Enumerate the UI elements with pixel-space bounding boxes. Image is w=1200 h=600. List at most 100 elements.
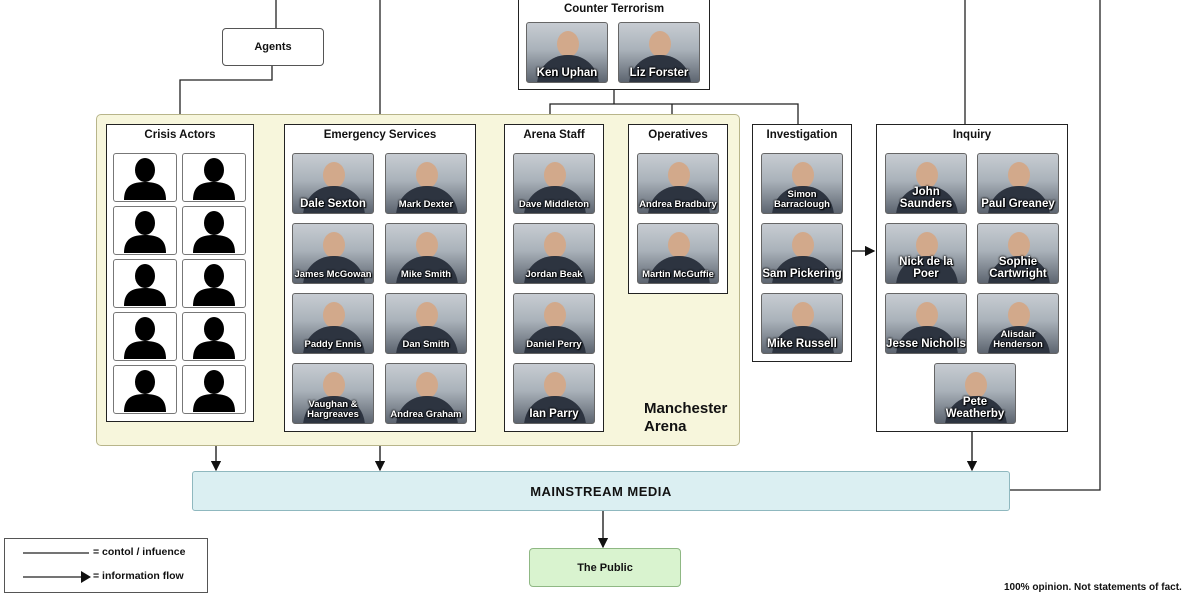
legend: = contol / infuence = information flow	[4, 538, 208, 593]
person-name: Vaughan & Hargreaves	[307, 399, 359, 420]
person-name: Simon Barraclough	[774, 189, 830, 210]
inquiry-title: Inquiry	[952, 129, 992, 141]
person-name: Sam Pickering	[762, 268, 842, 280]
person-photo: Andrea Graham	[385, 363, 467, 424]
person-name: Paddy Ennis	[304, 339, 362, 350]
person-head-icon	[792, 162, 814, 188]
person-name: Martin McGuffie	[642, 269, 714, 280]
person-head-icon	[544, 372, 566, 398]
person-name: Daniel Perry	[526, 339, 582, 350]
mainstream-media-node: MAINSTREAM MEDIA	[192, 471, 1010, 511]
person-head-icon	[649, 31, 671, 57]
person-photo: Dan Smith	[385, 293, 467, 354]
person-name: Dave Middleton	[518, 199, 590, 210]
person-photo: Alisdair Henderson	[977, 293, 1059, 354]
person-head-icon	[916, 162, 938, 188]
person-photo: Jordan Beak	[513, 223, 595, 284]
legend-arrow-icon	[81, 571, 91, 583]
person-name: John Saunders	[899, 186, 953, 210]
person-name: Ian Parry	[529, 408, 579, 420]
manchester-arena-label: Manchester Arena	[644, 400, 728, 435]
person-head-icon	[416, 232, 438, 258]
person-silhouette-icon	[182, 206, 246, 255]
person-head-icon	[792, 232, 814, 258]
person-head-icon	[916, 232, 938, 258]
the-public-node: The Public	[529, 548, 681, 587]
person-photo: Simon Barraclough	[761, 153, 843, 214]
investigation-title: Investigation	[766, 129, 838, 141]
person-photo: Martin McGuffie	[637, 223, 719, 284]
person-silhouette-icon	[113, 153, 177, 202]
person-name: Dale Sexton	[300, 198, 366, 210]
person-silhouette-icon	[113, 365, 177, 414]
person-silhouette-icon	[113, 312, 177, 361]
person-photo: Paul Greaney	[977, 153, 1059, 214]
person-head-icon	[323, 302, 345, 328]
person-photo: Andrea Bradbury	[637, 153, 719, 214]
person-name: Mike Smith	[400, 269, 452, 280]
person-photo: Liz Forster	[618, 22, 700, 83]
person-photo: Nick de la Poer	[885, 223, 967, 284]
person-photo: Dale Sexton	[292, 153, 374, 214]
crisis-actors-title: Crisis Actors	[144, 129, 216, 141]
person-photo: Vaughan & Hargreaves	[292, 363, 374, 424]
person-head-icon	[1008, 162, 1030, 188]
person-photo: Mike Smith	[385, 223, 467, 284]
person-silhouette-icon	[113, 206, 177, 255]
person-name: Jesse Nicholls	[886, 338, 966, 350]
person-silhouette-icon	[182, 259, 246, 308]
person-name: Mike Russell	[767, 338, 837, 350]
arena-staff-title: Arena Staff	[523, 129, 585, 141]
legend-control-label: = contol / infuence	[93, 546, 186, 558]
person-photo: Paddy Ennis	[292, 293, 374, 354]
person-head-icon	[323, 162, 345, 188]
person-photo: Ian Parry	[513, 363, 595, 424]
control-line	[1010, 0, 1101, 491]
person-photo: Jesse Nicholls	[885, 293, 967, 354]
person-name: Ken Uphan	[536, 67, 598, 79]
operatives-title: Operatives	[648, 129, 708, 141]
person-name: Liz Forster	[629, 67, 689, 79]
person-name: Paul Greaney	[981, 198, 1055, 210]
person-head-icon	[668, 232, 690, 258]
person-photo: James McGowan	[292, 223, 374, 284]
person-photo: Sam Pickering	[761, 223, 843, 284]
person-name: Nick de la Poer	[899, 256, 953, 280]
person-photo: Sophie Cartwright	[977, 223, 1059, 284]
person-head-icon	[1008, 232, 1030, 258]
person-photo: Ken Uphan	[526, 22, 608, 83]
counter-terrorism-title: Counter Terrorism	[563, 3, 665, 15]
person-photo: Dave Middleton	[513, 153, 595, 214]
person-silhouette-icon	[182, 312, 246, 361]
person-head-icon	[416, 302, 438, 328]
person-head-icon	[916, 302, 938, 328]
person-silhouette-icon	[113, 259, 177, 308]
legend-flow-label: = information flow	[93, 570, 184, 582]
agents-node: Agents	[222, 28, 324, 66]
person-name: Jordan Beak	[525, 269, 583, 280]
emergency-services-title: Emergency Services	[323, 129, 437, 141]
person-silhouette-icon	[182, 153, 246, 202]
person-head-icon	[416, 162, 438, 188]
person-head-icon	[557, 31, 579, 57]
person-head-icon	[544, 302, 566, 328]
person-head-icon	[544, 232, 566, 258]
person-head-icon	[544, 162, 566, 188]
person-head-icon	[416, 372, 438, 398]
person-name: Dan Smith	[402, 339, 450, 350]
person-photo: Mark Dexter	[385, 153, 467, 214]
person-name: Pete Weatherby	[945, 396, 1005, 420]
legend-lines	[23, 552, 91, 583]
person-head-icon	[323, 232, 345, 258]
person-photo: Pete Weatherby	[934, 363, 1016, 424]
person-name: James McGowan	[294, 269, 372, 280]
person-head-icon	[792, 302, 814, 328]
control-line	[179, 66, 273, 124]
person-photo: John Saunders	[885, 153, 967, 214]
person-photo: Daniel Perry	[513, 293, 595, 354]
person-silhouette-icon	[182, 365, 246, 414]
person-head-icon	[1008, 302, 1030, 328]
person-photo: Mike Russell	[761, 293, 843, 354]
person-head-icon	[323, 372, 345, 398]
